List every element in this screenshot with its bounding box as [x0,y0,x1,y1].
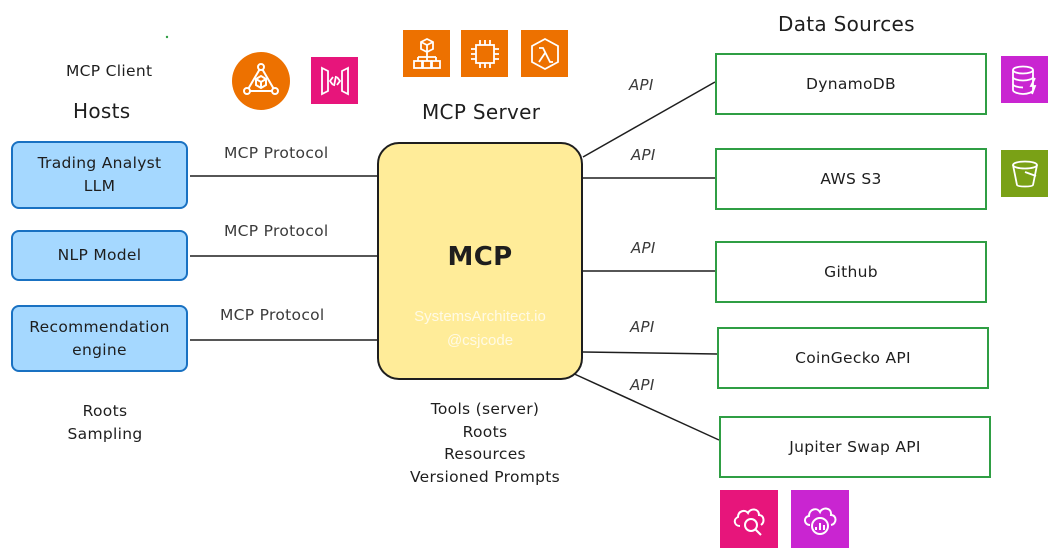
host-label: Trading Analyst LLM [37,154,162,195]
cloud-search-icon [720,490,778,548]
api-line-5 [569,371,720,441]
source-label: CoinGecko API [795,349,911,367]
api-line-1 [582,81,716,158]
capability-tools: Tools (server) [430,400,540,418]
dynamodb-icon [1001,56,1048,103]
api-label-3: API [631,239,656,257]
host-trading-analyst-llm[interactable]: Trading Analyst LLM [11,141,188,209]
api-label-5: API [630,376,655,394]
compute-chip-icon [461,30,508,77]
source-label: AWS S3 [820,170,882,188]
api-label-1: API [629,76,654,94]
capability-sampling: Sampling [67,424,143,443]
server-capabilities: Tools (server) Roots Resources Versioned… [390,398,580,488]
client-capabilities: Roots Sampling [58,400,152,445]
source-github[interactable]: Github [715,241,987,303]
mcp-server-title: MCP Server [422,100,541,124]
watermark-handle: @csjcode [446,332,514,349]
source-jupiter-swap-api[interactable]: Jupiter Swap API [719,416,991,478]
data-sources-title: Data Sources [778,12,915,36]
protocol-label-1: MCP Protocol [224,144,329,162]
mcp-core-label: MCP [447,242,513,272]
source-dynamodb[interactable]: DynamoDB [715,53,987,115]
source-label: DynamoDB [806,75,896,93]
stray-dot [165,35,169,39]
host-recommendation-engine[interactable]: Recommendation engine [11,305,188,372]
api-gateway-icon [311,57,358,104]
capability-roots: Roots [462,422,508,441]
lambda-container-icon [521,30,568,77]
mcp-client-label: MCP Client [66,62,153,80]
ecs-cluster-icon [403,30,450,77]
protocol-label-3: MCP Protocol [220,306,325,324]
api-label-4: API [630,318,655,336]
api-label-2: API [631,146,656,164]
hosts-title: Hosts [73,99,131,123]
host-label: NLP Model [57,246,142,264]
source-label: Jupiter Swap API [789,438,921,456]
watermark-site: SystemsArchitect.io [414,308,546,325]
capability-roots: Roots [82,402,128,420]
mcp-server-box[interactable]: MCP SystemsArchitect.io @csjcode [377,142,583,380]
protocol-label-2: MCP Protocol [224,222,329,240]
capability-versioned-prompts: Versioned Prompts [409,467,561,486]
capability-resources: Resources [444,445,526,463]
api-line-4 [582,351,718,355]
s3-bucket-icon [1001,150,1048,197]
host-nlp-model[interactable]: NLP Model [11,230,188,281]
source-aws-s3[interactable]: AWS S3 [715,148,987,210]
aws-step-functions-icon [232,52,290,110]
source-coingecko-api[interactable]: CoinGecko API [717,327,989,389]
source-label: Github [824,263,878,281]
host-label: Recommendation engine [29,317,170,359]
cloud-monitoring-icon [791,490,849,548]
